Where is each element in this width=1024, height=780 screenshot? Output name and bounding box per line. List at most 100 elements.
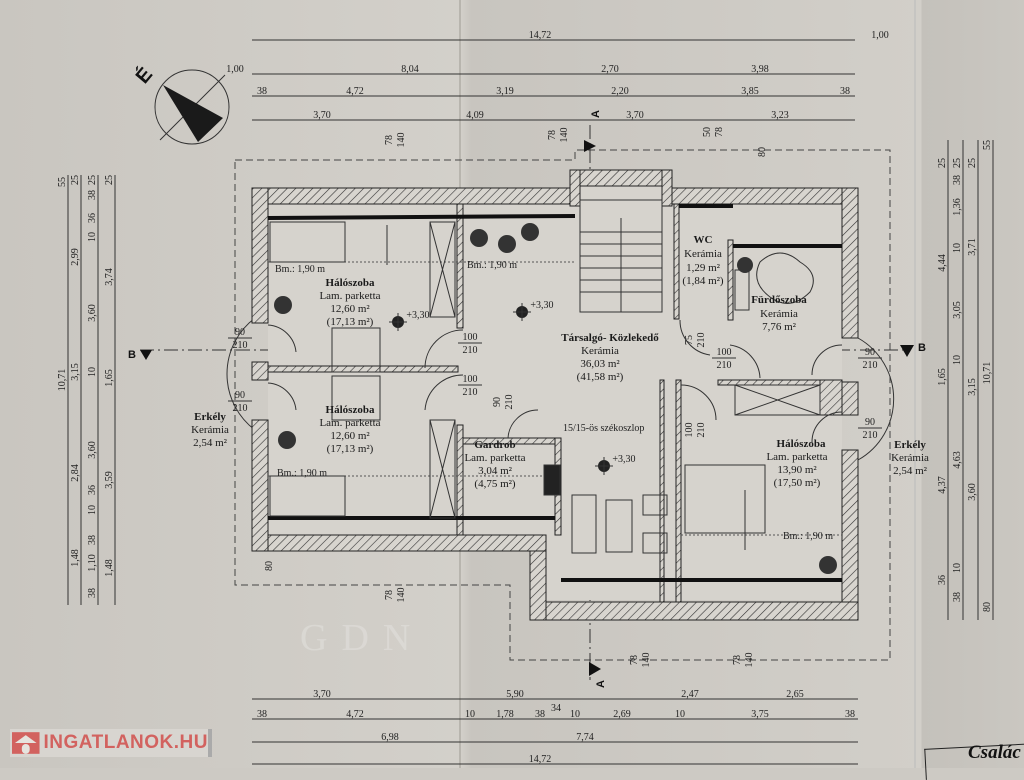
dimension-value: 4,63 — [952, 451, 963, 469]
dimension-value: 3,15 — [967, 378, 978, 396]
dimension-value: 3,71 — [967, 238, 978, 256]
dimension-value: 4,72 — [346, 86, 364, 97]
room-floor: Lam. parketta — [319, 290, 380, 302]
room-area: 2,54 m² — [893, 465, 928, 477]
room-name: Hálószoba — [326, 404, 375, 416]
room-label-wc: WC Kerámia 1,29 m² (1,84 m²) — [682, 234, 724, 287]
door-size-label: 90 — [235, 390, 245, 401]
dimension-value: 8,04 — [401, 64, 419, 75]
dimension-value: 3,60 — [87, 304, 98, 322]
window-size-label: 140 — [559, 128, 570, 143]
elevation-value: +3,30 — [406, 310, 429, 321]
dimension-value: 3,19 — [496, 86, 514, 97]
room-floor: Kerámia — [891, 452, 929, 464]
dimension-value: 3,60 — [967, 483, 978, 501]
headroom-lines — [268, 261, 842, 536]
bed — [269, 221, 346, 263]
room-area-gross: (1,84 m²) — [682, 275, 724, 287]
room-area-gross: (17,13 m²) — [327, 316, 374, 328]
door-size-label: 90 — [235, 327, 245, 338]
headroom-label: Bm.: 1,90 m — [277, 468, 327, 479]
window-size-label: 50 — [702, 127, 713, 137]
dimension-value: 36 — [87, 485, 98, 495]
dimension-value: 10 — [675, 709, 685, 720]
armchair — [642, 494, 668, 516]
window-size-label: 140 — [641, 653, 652, 668]
room-name: Erkély — [194, 411, 226, 423]
dimension-value: 1,48 — [104, 559, 115, 577]
dimension-value: 38 — [257, 709, 267, 720]
room-label-balcony-right: Erkély Kerámia 2,54 m² — [891, 439, 929, 477]
room-label-living: Társalgó- Közlekedő Kerámia 36,03 m² (41… — [561, 332, 659, 383]
door-size-label: 210 — [463, 387, 478, 398]
dimension-value: 80 — [264, 561, 275, 571]
dimension-value: 1,00 — [871, 30, 889, 41]
door-size-label: 75 — [684, 335, 695, 345]
dimension-value: 10,71 — [982, 362, 993, 385]
door-swings — [267, 319, 843, 443]
dimension-value: 10,71 — [57, 369, 68, 392]
dimension-value: 38 — [87, 588, 98, 598]
room-area: 13,90 m² — [777, 464, 817, 476]
door-size-label: 100 — [717, 347, 732, 358]
dimension-value: 2,99 — [70, 248, 81, 266]
door-size-label: 90 — [865, 347, 875, 358]
dimension-value: 4,09 — [466, 110, 484, 121]
dimension-value: 10 — [87, 367, 98, 377]
dimension-value: 10 — [570, 709, 580, 720]
dimension-value: 2,47 — [681, 689, 699, 700]
wardrobe — [429, 419, 456, 519]
room-area: 12,60 m² — [330, 430, 370, 442]
dimension-value: 1,36 — [952, 198, 963, 216]
dimension-value: 10 — [952, 563, 963, 573]
section-label-b: B — [128, 349, 136, 361]
dimension-value: 10 — [465, 709, 475, 720]
dimension-value: 25 — [952, 158, 963, 168]
room-floor: Lam. parketta — [319, 417, 380, 429]
chimney — [543, 464, 561, 496]
floor-area — [268, 186, 842, 600]
wardrobe — [734, 384, 821, 416]
dimension-value: 55 — [57, 177, 68, 187]
door-size-label: 100 — [463, 332, 478, 343]
dimension-value: 25 — [104, 175, 115, 185]
door-size-label: 210 — [233, 340, 248, 351]
room-name: Hálószoba — [777, 438, 826, 450]
dimension-value: 36 — [87, 213, 98, 223]
room-name: Erkély — [894, 439, 926, 451]
elevation-value: +3,30 — [612, 454, 635, 465]
window-size-label: 78 — [732, 655, 743, 665]
window-size-label: 78 — [714, 127, 725, 137]
desk — [331, 327, 381, 373]
dimension-value: 1,65 — [104, 369, 115, 387]
dimension-value: 14,72 — [529, 754, 552, 765]
section-marker-icon — [900, 345, 914, 357]
bed — [269, 475, 346, 517]
dimension-value: 38 — [952, 175, 963, 185]
room-floor: Kerámia — [191, 424, 229, 436]
room-floor: Kerámia — [760, 308, 798, 320]
headroom-label: Bm.: 1,90 m — [783, 531, 833, 542]
dimension-value: 25 — [87, 175, 98, 185]
dimension-value: 10 — [87, 505, 98, 515]
dimension-value: 10 — [87, 232, 98, 242]
window-size-label: 78 — [384, 135, 395, 145]
window-size-label: 140 — [396, 133, 407, 148]
room-label-balcony-left: Erkély Kerámia 2,54 m² — [191, 411, 229, 449]
dimension-value: 25 — [937, 158, 948, 168]
room-label-wardrobe: Gardrob Lam. parketta 3,04 m² (4,75 m²) — [464, 439, 525, 490]
dimension-value: 1,65 — [937, 368, 948, 386]
door-size-label: 210 — [696, 333, 707, 348]
door-size-label: 210 — [696, 423, 707, 438]
dimension-value: 3,74 — [104, 268, 115, 286]
balcony-right — [857, 337, 895, 461]
dimension-value: 38 — [840, 86, 850, 97]
room-area: 12,60 m² — [330, 303, 370, 315]
dimension-value: 80 — [757, 147, 768, 157]
dimension-value: 1,78 — [496, 709, 514, 720]
headroom-label: Bm.: 1,90 m — [275, 264, 325, 275]
dimension-value: 3,70 — [313, 110, 331, 121]
furniture — [269, 221, 821, 554]
dimension-value: 2,84 — [70, 464, 81, 482]
